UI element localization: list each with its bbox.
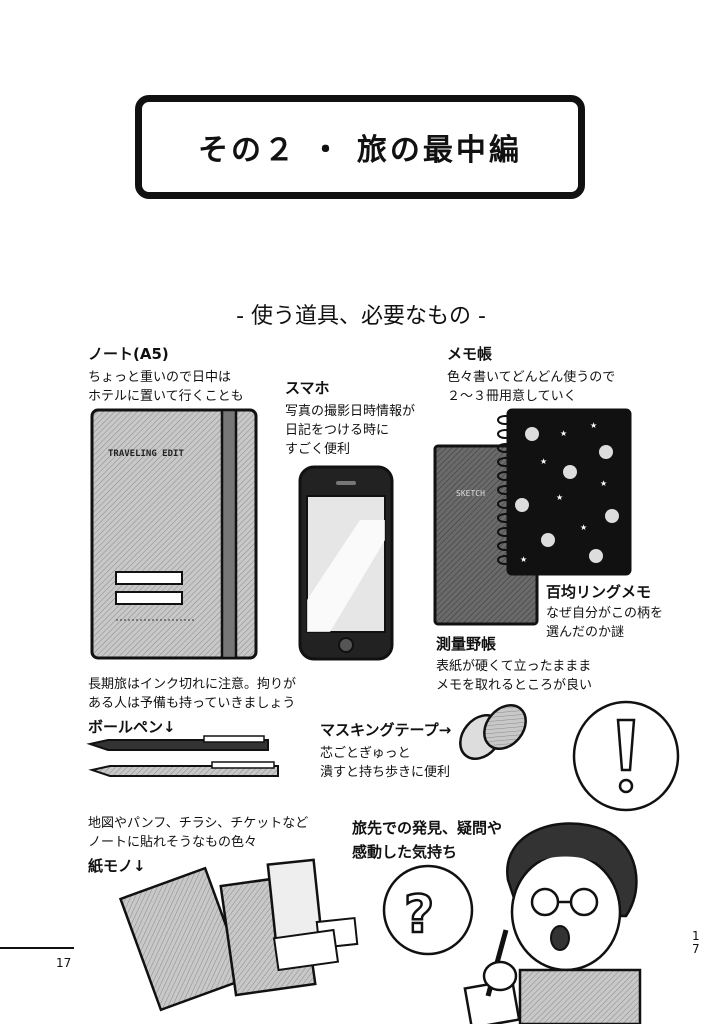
ring-memo-heading: 百均リングメモ — [546, 583, 652, 601]
notebook-heading: ノート(A5) — [88, 345, 169, 363]
pen-note: 長期旅はインク切れに注意。拘りが ある人は予備も持っていきましょう — [88, 675, 296, 713]
survey-book-heading: 測量野帳 — [436, 635, 497, 653]
memo-desc-line: 色々書いてどんどん使うので — [447, 370, 616, 385]
character-illustration — [463, 822, 642, 1024]
svg-text:★: ★ — [540, 457, 547, 466]
notebook-desc: ちょっと重いので日中は ホテルに置いて行くことも — [88, 368, 244, 406]
ring-memo-desc-line: なぜ自分がこの柄を — [546, 606, 664, 621]
svg-text:★: ★ — [560, 429, 567, 438]
survey-book-desc-line: 表紙が硬くて立ったままま — [436, 659, 592, 674]
chapter-title-box: その２ ・ 旅の最中編 — [135, 95, 585, 199]
page-rule — [0, 947, 74, 949]
side-page-digit: 1 — [692, 929, 700, 943]
side-page-number: 1 7 — [692, 930, 700, 956]
exclamation-bubble — [572, 700, 680, 812]
svg-text:?: ? — [404, 885, 434, 945]
paper-desc: 地図やパンフ、チラシ、チケットなど ノートに貼れそうなもの色々 — [88, 814, 308, 852]
pen-note-line: 長期旅はインク切れに注意。拘りが — [88, 677, 297, 692]
question-bubble: ? — [382, 864, 474, 956]
survey-book-cover-text: SKETCH — [456, 489, 485, 498]
smartphone-desc-line: すごく便利 — [285, 442, 351, 457]
discovery-heading-line: 感動した気持ち — [352, 843, 458, 861]
discovery-heading: 旅先での発見、疑問や 感動した気持ち — [352, 816, 502, 864]
svg-text:★: ★ — [600, 479, 607, 488]
memo-desc-line: ２～３冊用意していく — [447, 389, 577, 404]
notebook-desc-line: ホテルに置いて行くことも — [88, 389, 244, 404]
smartphone-desc-line: 写真の撮影日時情報が — [285, 404, 416, 419]
section-title: - 使う道具、必要なもの - — [236, 304, 486, 329]
pen-note-line: ある人は予備も持っていきましょう — [88, 696, 296, 711]
ring-memo-desc-line: 選んだのか謎 — [546, 625, 625, 640]
notebook-desc-line: ちょっと重いので日中は — [88, 370, 232, 385]
smartphone-desc-line: 日記をつける時に — [285, 423, 390, 438]
svg-text:★: ★ — [556, 493, 563, 502]
tape-desc-line: 潰すと持ち歩きに便利 — [320, 765, 451, 780]
discovery-heading-line: 旅先での発見、疑問や — [352, 819, 503, 837]
paper-heading: 紙モノ↓ — [88, 857, 146, 875]
notebook-illustration: TRAVELING EDIT — [90, 408, 258, 660]
tape-heading: マスキングテープ→ — [320, 721, 452, 739]
masking-tape-illustration — [459, 704, 527, 760]
survey-book-desc-line: メモを取れるところが良い — [436, 678, 593, 693]
chapter-title: その２ ・ 旅の最中編 — [198, 133, 522, 168]
svg-text:★: ★ — [590, 421, 597, 430]
page-number: 17 — [56, 956, 72, 970]
paper-desc-line: ノートに貼れそうなもの色々 — [88, 835, 258, 850]
tape-desc-line: 芯ごとぎゅっと — [320, 746, 411, 761]
survey-book-desc: 表紙が硬くて立ったままま メモを取れるところが良い — [436, 657, 592, 695]
memo-desc: 色々書いてどんどん使うので ２～３冊用意していく — [447, 368, 615, 406]
side-page-digit: 7 — [692, 942, 700, 956]
svg-text:★: ★ — [580, 523, 587, 532]
tape-desc: 芯ごとぎゅっと 潰すと持ち歩きに便利 — [320, 744, 450, 782]
ring-memo-illustration: ★ ★ ★ ★ ★ ★ ★ — [497, 408, 632, 576]
ring-memo-desc: なぜ自分がこの柄を 選んだのか謎 — [546, 604, 663, 642]
pens-illustration — [86, 735, 279, 777]
smartphone-desc: 写真の撮影日時情報が 日記をつける時に すごく便利 — [285, 402, 415, 459]
smartphone-heading: スマホ — [285, 379, 330, 397]
svg-text:★: ★ — [520, 555, 527, 564]
paper-goods-illustration — [118, 858, 359, 1012]
paper-desc-line: 地図やパンフ、チラシ、チケットなど — [88, 816, 309, 831]
memo-heading: メモ帳 — [447, 345, 493, 363]
notebook-cover-text: TRAVELING EDIT — [108, 449, 184, 459]
smartphone-illustration — [298, 465, 394, 661]
pen-heading: ボールペン↓ — [88, 718, 176, 736]
